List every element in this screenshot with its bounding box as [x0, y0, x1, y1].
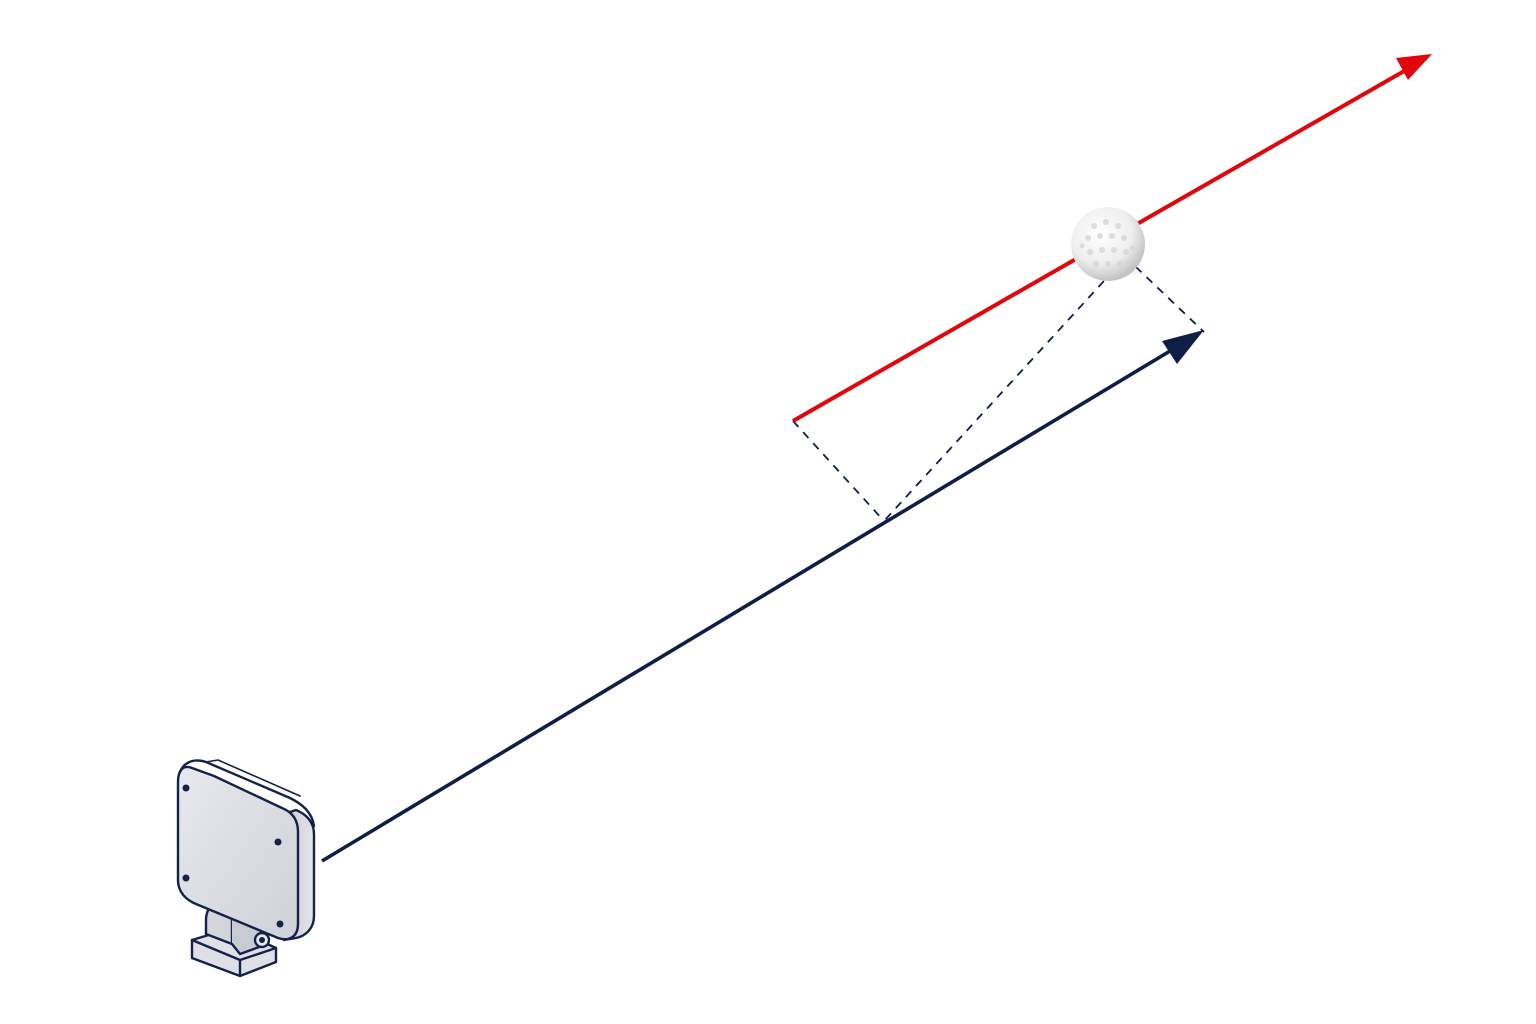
radar-line [321, 343, 1181, 863]
golf-ball-icon [1071, 207, 1145, 281]
projection-line-start [792, 420, 885, 522]
radar-line-arrow [321, 330, 1204, 863]
projection-line-ball [883, 269, 1115, 522]
ball-path-arrowhead [1396, 54, 1432, 80]
radar-line-arrowhead [1162, 330, 1204, 364]
radar-device-icon [176, 759, 316, 978]
